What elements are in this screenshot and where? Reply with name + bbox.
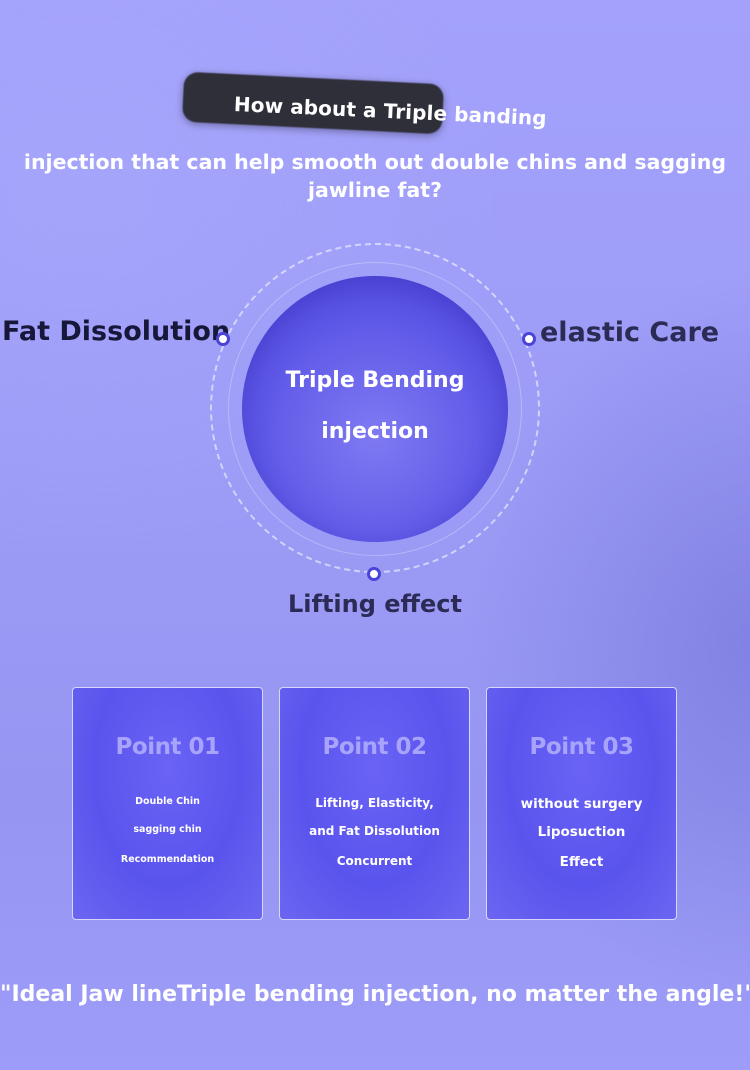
point-card-title: Point 01	[115, 734, 220, 760]
point-card-line: sagging chin	[133, 824, 202, 835]
point-card-title: Point 02	[322, 734, 427, 760]
point-card-title: Point 03	[529, 734, 634, 760]
feature-dot-left	[216, 332, 230, 346]
point-card-line: Liposuction	[537, 824, 626, 840]
point-card-03: Point 03 without surgery Liposuction Eff…	[486, 687, 677, 920]
headline-line-2: injection that can help smooth out doubl…	[23, 150, 727, 202]
center-circle	[242, 276, 508, 542]
feature-dot-bottom	[367, 567, 381, 581]
point-card-line: and Fat Dissolution	[309, 824, 440, 838]
feature-lifting-effect: Lifting effect	[288, 590, 462, 618]
point-card-line: Lifting, Elasticity,	[315, 796, 434, 810]
feature-fat-dissolution: Fat Dissolution	[2, 316, 231, 347]
point-card-line: Recommendation	[120, 854, 215, 865]
feature-elastic-care: elastic Care	[540, 317, 720, 348]
diagram-halo-ring	[228, 262, 522, 556]
footer-tagline: "Ideal Jaw lineTriple bending injection,…	[0, 982, 750, 1007]
center-title-line-1: Triple Bending	[285, 368, 465, 393]
point-card-line: Effect	[559, 854, 604, 870]
feature-dot-right	[522, 332, 536, 346]
center-title-line-2: injection	[321, 419, 429, 444]
point-card-01: Point 01 Double Chin sagging chin Recomm…	[72, 687, 263, 920]
point-card-line: Double Chin	[135, 796, 200, 807]
point-card-line: without surgery	[520, 796, 643, 812]
point-card-02: Point 02 Lifting, Elasticity, and Fat Di…	[279, 687, 470, 920]
point-card-line: Concurrent	[336, 854, 413, 868]
